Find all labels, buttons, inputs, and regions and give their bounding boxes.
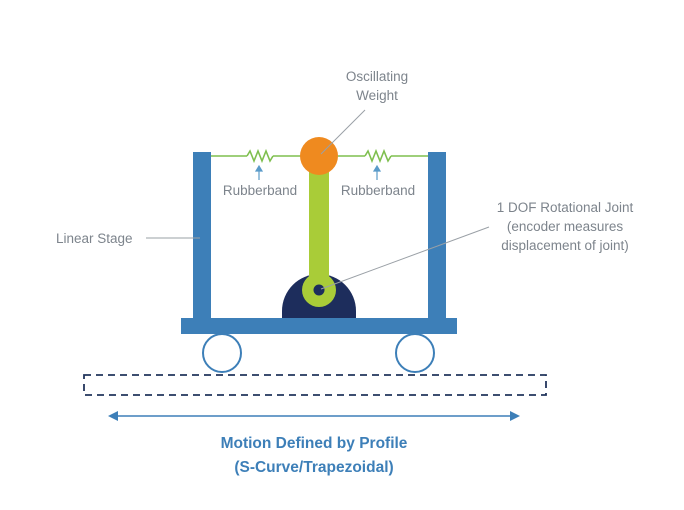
motion-double-arrow [108,411,520,421]
wheel-right [395,333,435,373]
wheel-left [202,333,242,373]
weight-label-line2: Weight [356,88,398,103]
rubberband-left-spring [211,148,301,164]
rubberband-right-label: Rubberband [341,183,415,198]
arrow-up-icon [254,164,264,180]
stage-post-left [193,152,211,320]
rubberband-right-spring [338,148,428,164]
pendulum-arm [309,160,329,290]
motion-caption-line1: Motion Defined by Profile [221,435,408,452]
motion-caption-line2: (S-Curve/Trapezoidal) [234,459,393,476]
joint-pivot [313,284,325,296]
leader-line-weight [320,109,366,155]
ground-track [83,374,547,396]
joint-label-line1: 1 DOF Rotational Joint [497,200,634,215]
arrow-up-icon [372,164,382,180]
weight-label-line1: Oscillating [346,69,408,84]
linear-stage-label: Linear Stage [56,231,133,246]
joint-label-line3: displacement of joint) [501,238,629,253]
joint-label-line2: (encoder measures [507,219,624,234]
stage-platform [181,318,457,334]
rubberband-left-label: Rubberband [223,183,297,198]
stage-post-right [428,152,446,320]
leader-line-joint [320,226,490,290]
